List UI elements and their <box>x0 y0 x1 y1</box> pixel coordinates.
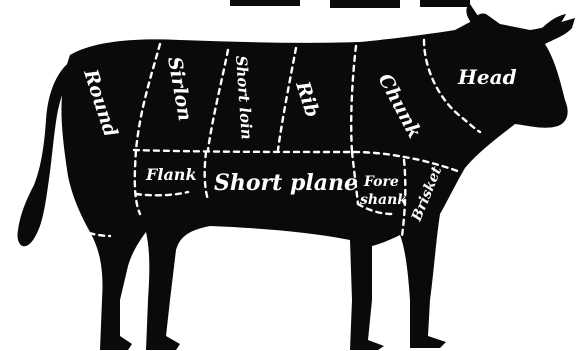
cropped-heading-fragment <box>230 0 470 8</box>
label-fore-shank-line2: shank <box>360 192 407 208</box>
label-head: Head <box>457 65 517 89</box>
label-short-plane: Short plane <box>214 170 358 196</box>
label-fore-shank-line1: Fore <box>363 174 399 190</box>
label-flank: Flank <box>145 165 197 184</box>
